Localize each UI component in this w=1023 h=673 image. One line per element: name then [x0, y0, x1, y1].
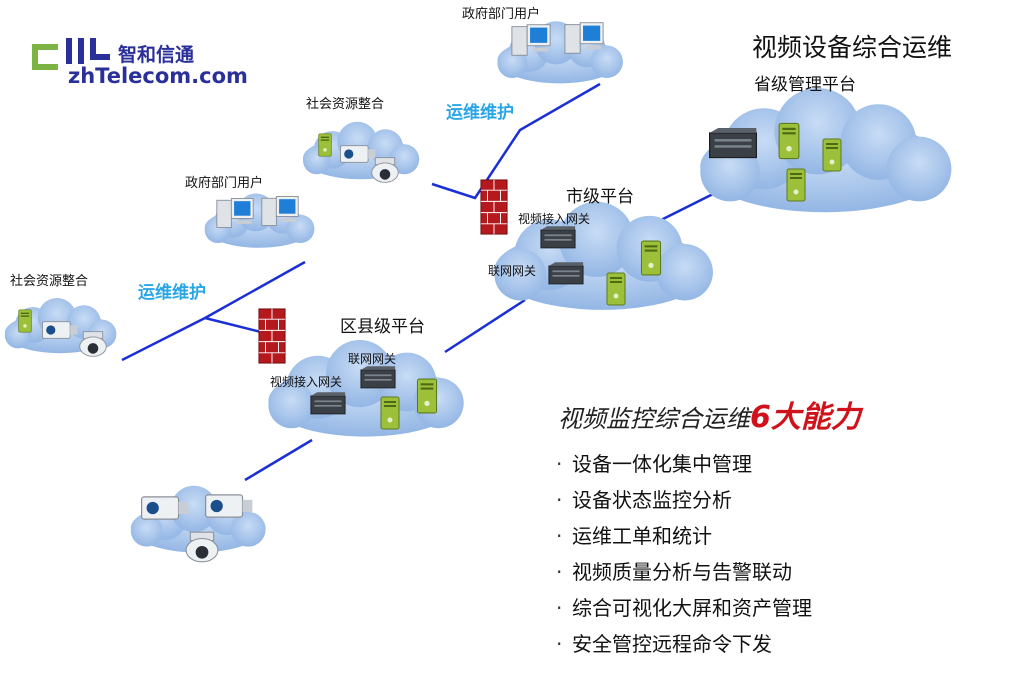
- bullet-icon: ·: [556, 452, 563, 476]
- link-lines: [121, 82, 736, 482]
- server-icon: [640, 240, 662, 276]
- capability-item: · 视频质量分析与告警联动: [556, 554, 812, 590]
- gov-user-mid-label: 政府部门用户: [185, 176, 264, 191]
- bullet-icon: ·: [556, 596, 563, 620]
- page-title: 视频设备综合运维: [752, 33, 953, 62]
- firewall-icon: [480, 179, 508, 235]
- server-icon: [822, 138, 842, 172]
- logo-mark-icon: [32, 38, 110, 70]
- capability-text: 视频质量分析与告警联动: [572, 560, 792, 584]
- bullet-icon: ·: [556, 632, 563, 656]
- social-resource-top-label: 社会资源整合: [306, 97, 385, 112]
- maintenance-label-top: 运维维护: [446, 103, 514, 123]
- rack-icon: [548, 262, 584, 285]
- link-district-to-social: [204, 316, 266, 335]
- city-platform-label: 市级平台: [566, 187, 634, 207]
- capability-text: 设备状态监控分析: [572, 488, 732, 512]
- capability-list: · 设备一体化集中管理 · 设备状态监控分析 · 运维工单和统计 · 视频质量分析与告警…: [556, 446, 812, 662]
- capability-item: · 综合可视化大屏和资产管理: [556, 590, 812, 626]
- district-network-gateway-label: 联网网关: [348, 352, 397, 366]
- capability-item: · 安全管控远程命令下发: [556, 626, 812, 662]
- link-city-to-district: [444, 298, 526, 354]
- capability-text: 安全管控远程命令下发: [572, 632, 772, 656]
- district-video-gateway-label: 视频接入网关: [270, 375, 343, 389]
- city-network-gateway-label: 联网网关: [488, 264, 537, 278]
- capabilities-headline: 视频监控综合运维6大能力: [558, 392, 861, 436]
- dome-camera-icon: [185, 531, 219, 563]
- rack-icon: [360, 366, 396, 389]
- server-icon: [606, 272, 626, 306]
- server-icon: [778, 122, 800, 160]
- rack-icon: [708, 128, 758, 159]
- rack-icon: [310, 392, 346, 415]
- server-icon: [416, 378, 438, 414]
- capability-item: · 运维工单和统计: [556, 518, 812, 554]
- logo-domain: zhTelecom.com: [68, 64, 248, 88]
- capability-text: 综合可视化大屏和资产管理: [572, 596, 812, 620]
- headline-highlight: 6大能力: [750, 400, 861, 435]
- server-icon: [380, 396, 400, 430]
- capability-item: · 设备状态监控分析: [556, 482, 812, 518]
- dome-camera-icon: [79, 331, 107, 357]
- headline-prefix: 视频监控综合运维: [558, 405, 750, 433]
- capability-text: 运维工单和统计: [572, 524, 712, 548]
- province-platform-label: 省级管理平台: [754, 75, 856, 95]
- link-city-to-gov-top: [431, 82, 601, 200]
- firewall-icon: [258, 308, 286, 364]
- logo-name: 智和信通: [118, 44, 195, 66]
- rack-icon: [540, 226, 576, 249]
- server-icon: [18, 309, 32, 333]
- capability-item: · 设备一体化集中管理: [556, 446, 812, 482]
- district-platform-label: 区县级平台: [340, 317, 425, 337]
- dome-camera-icon: [371, 157, 399, 183]
- gov-user-top-label: 政府部门用户: [462, 7, 541, 22]
- maintenance-label-left: 运维维护: [138, 283, 206, 303]
- bullet-icon: ·: [556, 524, 563, 548]
- server-icon: [318, 133, 332, 157]
- bullet-icon: ·: [556, 560, 563, 584]
- server-icon: [786, 168, 806, 202]
- link-district-to-cameras: [244, 438, 313, 482]
- social-resource-left-label: 社会资源整合: [10, 274, 89, 289]
- bullet-icon: ·: [556, 488, 563, 512]
- city-video-gateway-label: 视频接入网关: [518, 212, 591, 226]
- capability-text: 设备一体化集中管理: [572, 452, 752, 476]
